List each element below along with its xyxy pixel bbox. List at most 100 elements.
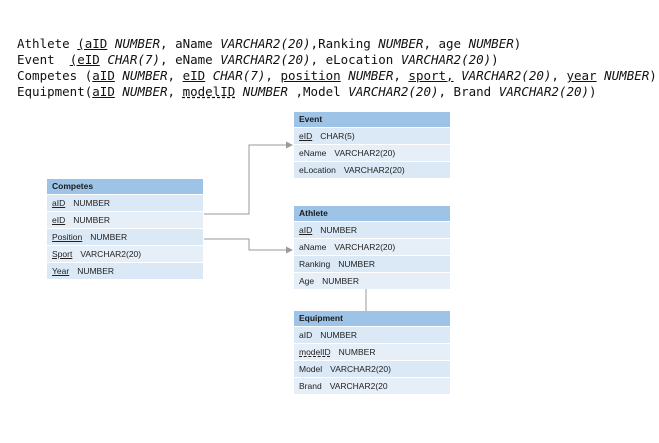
table-row: eID NUMBER	[47, 211, 203, 228]
schema-segment: ,	[393, 68, 409, 83]
equipment-table: Equipment aID NUMBER modelID NUMBER Model VARC…	[294, 311, 450, 394]
schema-segment: (aID	[77, 36, 108, 51]
table-row: Ranking NUMBER	[294, 255, 450, 272]
column-type: VARCHAR2(20)	[80, 249, 142, 259]
table-title: Event	[294, 112, 450, 127]
schema-line: Event (eID CHAR(7), eName VARCHAR2(20), …	[17, 52, 657, 68]
schema-segment: )	[589, 84, 597, 99]
table-title: Equipment	[294, 311, 450, 326]
column-name: aID	[52, 198, 66, 208]
schema-segment: Equipment(	[17, 84, 93, 99]
column-name: Ranking	[299, 259, 331, 269]
schema-segment: NUMBER	[596, 68, 650, 83]
column-type: NUMBER	[73, 198, 111, 208]
schema-segment: ,	[551, 68, 567, 83]
schema-segment: ,Model	[287, 84, 349, 99]
column-name: aID	[299, 330, 313, 340]
schema-segment: NUMBER	[114, 84, 168, 99]
column-name: eID	[52, 215, 66, 225]
schema-segment: )	[513, 36, 522, 51]
column-type: NUMBER	[322, 276, 359, 286]
schema-line: Equipment(aID NUMBER, modelID NUMBER ,Mo…	[17, 84, 657, 100]
schema-segment: aID	[92, 84, 115, 99]
table-row: eLocation VARCHAR2(20)	[294, 161, 450, 178]
table-row: Model VARCHAR2(20)	[294, 360, 450, 377]
schema-segment: sport,	[408, 68, 454, 83]
column-type: NUMBER	[320, 225, 358, 235]
column-name: eName	[299, 148, 327, 158]
schema-segment: VARCHAR2(20)	[453, 68, 552, 83]
column-name: Brand	[299, 381, 322, 391]
schema-segment: , eLocation	[310, 52, 401, 67]
column-name: Model	[299, 364, 323, 374]
schema-segment: (eID	[69, 52, 100, 67]
schema-segment: NUMBER	[107, 36, 161, 51]
table-row: Age NUMBER	[294, 272, 450, 289]
schema-segment: NUMBER	[114, 68, 168, 83]
column-type: VARCHAR2(20)	[334, 242, 396, 252]
schema-segment: NUMBER	[235, 84, 288, 99]
schema-segment: position	[280, 68, 341, 83]
column-type: VARCHAR2(20)	[343, 165, 405, 175]
table-row: Year NUMBER	[47, 262, 203, 279]
column-type: NUMBER	[338, 259, 376, 269]
column-name: Year	[52, 266, 70, 276]
column-type: NUMBER	[338, 347, 376, 357]
schema-segment: ,Ranking	[310, 36, 379, 51]
column-type: NUMBER	[320, 330, 358, 340]
schema-segment: NUMBER	[340, 68, 394, 83]
schema-segment: )	[491, 52, 499, 67]
relational-schema-text: Athlete (aID NUMBER, aName VARCHAR2(20),…	[17, 36, 657, 100]
schema-segment: Event	[17, 52, 70, 67]
schema-segment: VARCHAR2(20)	[400, 52, 492, 67]
column-name: modelID	[299, 347, 331, 357]
column-type: VARCHAR2(20)	[334, 148, 396, 158]
schema-line: Competes (aID NUMBER, eID CHAR(7), posit…	[17, 68, 657, 84]
column-type: NUMBER	[90, 232, 128, 242]
column-name: Age	[299, 276, 315, 286]
column-name: Sport	[52, 249, 73, 259]
table-row: aID NUMBER	[294, 326, 450, 343]
schema-segment: VARCHAR2(20)	[498, 84, 590, 99]
table-title: Athlete	[294, 206, 450, 221]
schema-segment: )	[649, 68, 657, 83]
schema-segment: ,	[167, 84, 183, 99]
schema-segment: , eName	[160, 52, 221, 67]
schema-segment: VARCHAR2(20)	[220, 52, 311, 67]
schema-segment: , Brand	[438, 84, 499, 99]
schema-segment: ,	[167, 68, 183, 83]
table-row: Sport VARCHAR2(20)	[47, 245, 203, 262]
schema-segment: CHAR(7)	[205, 68, 266, 83]
schema-line: Athlete (aID NUMBER, aName VARCHAR2(20),…	[17, 36, 657, 52]
column-name: aName	[299, 242, 327, 252]
table-row: eName VARCHAR2(20)	[294, 144, 450, 161]
table-row: aName VARCHAR2(20)	[294, 238, 450, 255]
schema-segment: Athlete	[17, 36, 78, 51]
column-type: NUMBER	[77, 266, 115, 276]
schema-segment: VARCHAR2(20)	[220, 36, 311, 51]
column-type: VARCHAR2(20)	[330, 364, 391, 374]
column-type: NUMBER	[73, 215, 111, 225]
schema-segment: year	[566, 68, 597, 83]
table-row: eID CHAR(5)	[294, 127, 450, 144]
schema-segment: CHAR(7)	[99, 52, 161, 67]
table-row: aID NUMBER	[47, 194, 203, 211]
column-name: eID	[299, 131, 313, 141]
column-type: CHAR(5)	[320, 131, 355, 141]
schema-segment: eID	[182, 68, 206, 83]
schema-segment: NUMBER	[378, 36, 424, 51]
schema-segment: ,	[265, 68, 281, 83]
competes-to-athlete-connector	[204, 238, 293, 254]
schema-segment: , aName	[160, 36, 221, 51]
table-title: Competes	[47, 179, 203, 194]
schema-segment: aID	[92, 68, 115, 83]
column-name: eLocation	[299, 165, 336, 175]
competes-to-event-connector	[204, 141, 293, 215]
